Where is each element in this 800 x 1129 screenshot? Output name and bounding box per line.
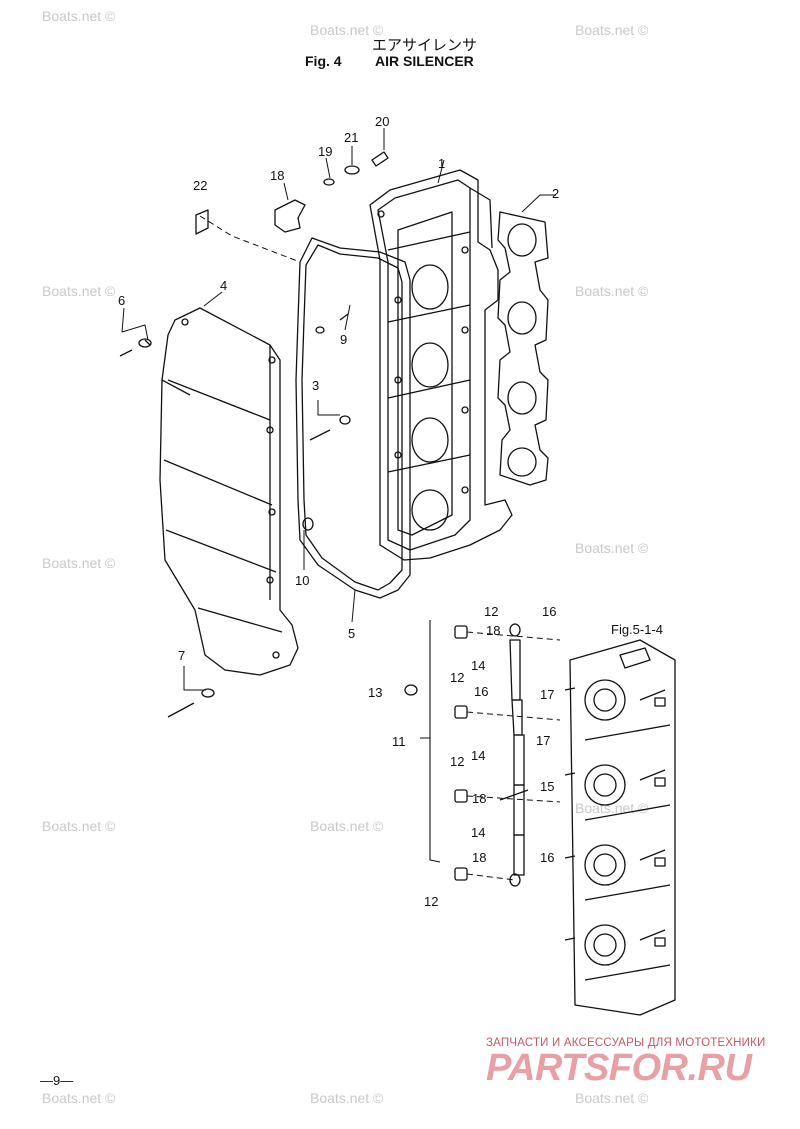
watermark: Boats.net © [42, 818, 116, 834]
page-number: —9— [40, 1073, 74, 1088]
watermark: Boats.net © [42, 283, 116, 299]
callout: 16 [542, 604, 556, 619]
watermark: Boats.net © [575, 540, 649, 556]
callout: 14 [471, 825, 485, 840]
callout: 3 [312, 378, 319, 393]
callout: 16 [474, 684, 488, 699]
watermark: Boats.net © [575, 283, 649, 299]
callout: 16 [540, 850, 554, 865]
callout: 4 [220, 278, 227, 293]
callout: 18 [270, 168, 284, 183]
callout-labels: 1 2 3 4 5 6 7 9 10 11 12 12 12 12 13 14 … [118, 114, 663, 909]
figure-title: AIR SILENCER [375, 53, 474, 69]
callout: 13 [368, 685, 382, 700]
callout: 10 [295, 573, 309, 588]
watermark: Boats.net © [310, 818, 384, 834]
leader-lines [121, 128, 556, 863]
callout: 18 [486, 623, 500, 638]
watermark: Boats.net © [42, 1090, 116, 1106]
figure-number: Fig. 4 [305, 53, 342, 69]
callout: 1 [438, 156, 445, 171]
callout: 12 [424, 894, 438, 909]
callout: 14 [471, 748, 485, 763]
callout: 12 [450, 670, 464, 685]
callout: 19 [318, 144, 332, 159]
callout: 7 [178, 648, 185, 663]
callout: 17 [536, 733, 550, 748]
callout: 12 [450, 754, 464, 769]
watermark: Boats.net © [575, 22, 649, 38]
callout: 9 [340, 332, 347, 347]
watermark: Boats.net © [42, 555, 116, 571]
carburetor-stack [564, 639, 676, 1016]
brand-logo: PARTSFOR.RU [486, 1047, 752, 1089]
callout: 6 [118, 293, 125, 308]
callout: 14 [471, 658, 485, 673]
callout: 18 [472, 791, 486, 806]
callout: 15 [540, 779, 554, 794]
part-2-gasket [497, 211, 549, 486]
watermark: Boats.net © [310, 1090, 384, 1106]
part-4-cover [159, 307, 299, 676]
hose-assembly [404, 623, 561, 887]
callout: 17 [540, 687, 554, 702]
callout: 18 [472, 850, 486, 865]
watermark: Boats.net © [575, 1090, 649, 1106]
callout: 20 [375, 114, 389, 129]
callout: 21 [344, 130, 358, 145]
callout: 22 [193, 178, 207, 193]
callout: 12 [484, 604, 498, 619]
callout: 2 [552, 186, 559, 201]
figure-title-japanese: エアサイレンサ [372, 36, 478, 54]
part-5-seal [295, 237, 411, 599]
callout: 11 [392, 734, 406, 749]
watermark: Boats.net © [42, 8, 116, 24]
watermark: Boats.net © [310, 22, 384, 38]
callout: 5 [348, 626, 355, 641]
reference-label: Fig.5-1-4 [611, 622, 663, 637]
small-parts [119, 151, 389, 718]
brand-tagline: ЗАПЧАСТИ И АКСЕССУАРЫ ДЛЯ МОТОТЕХНИКИ [486, 1037, 766, 1049]
part-1-silencer-body [369, 169, 513, 561]
